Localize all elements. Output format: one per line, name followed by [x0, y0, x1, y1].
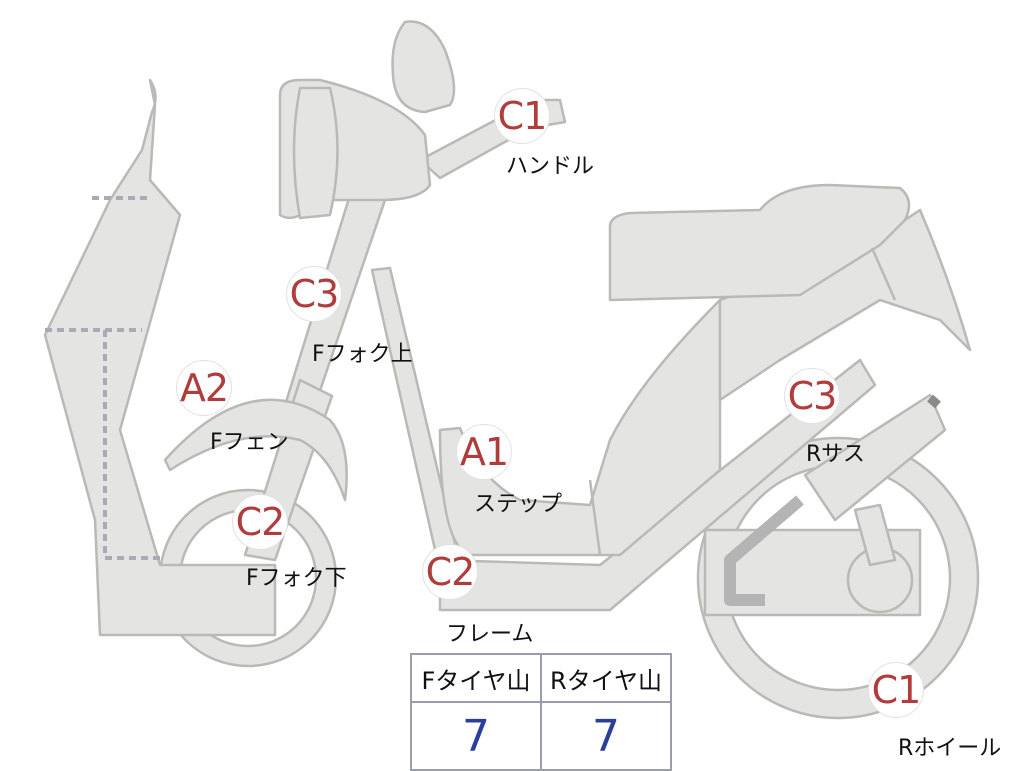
handle-grade-badge: C1 [494, 88, 550, 144]
drive-pipe [724, 495, 804, 606]
headlight-lens [292, 86, 339, 220]
fender-grade-badge: A2 [176, 360, 232, 416]
front-tread-header: Fタイヤ山 [410, 653, 542, 703]
rear-shock-rod [853, 503, 897, 567]
frame-grade-badge: C2 [422, 544, 478, 600]
handle-label: ハンドル [506, 154, 595, 179]
step-board-edge [588, 479, 602, 556]
tread-table-header-row: Fタイヤ山 Rタイヤ山 [410, 653, 672, 703]
seat-seam [870, 247, 897, 301]
front-frame-tube [370, 266, 462, 574]
step-label: ステップ [474, 492, 563, 517]
leg-shield [43, 78, 277, 637]
tread-table-value-row: 7 7 [410, 701, 672, 771]
rear-shock-cap [927, 394, 941, 409]
rear-tread-header: Rタイヤ山 [540, 653, 672, 703]
fender-label: Fフェン [210, 430, 289, 455]
frame-label: フレーム [446, 622, 534, 647]
rear-suspension-grade-badge: C3 [784, 368, 840, 424]
fork-bottom-label: Fフォク下 [246, 566, 347, 591]
rear-suspension-label: Rサス [806, 442, 865, 467]
mirror [391, 20, 456, 114]
front-tread-value: 7 [410, 701, 542, 771]
front-fender [163, 398, 348, 502]
step-grade-badge: A1 [456, 424, 512, 480]
fork-top-grade-badge: C3 [286, 266, 342, 322]
fork-bottom-grade-badge: C2 [232, 494, 288, 550]
rear-cowl [718, 208, 972, 402]
fork-top-label: Fフォク上 [312, 342, 413, 367]
rear-wheel-grade-badge: C1 [868, 662, 924, 718]
rear-wheel-label: Rホイール [898, 736, 1002, 761]
rear-shock-body [803, 393, 947, 522]
seat [608, 183, 911, 302]
rear-tread-value: 7 [540, 701, 672, 771]
tire-tread-table: Fタイヤ山 Rタイヤ山 7 7 [410, 653, 672, 771]
